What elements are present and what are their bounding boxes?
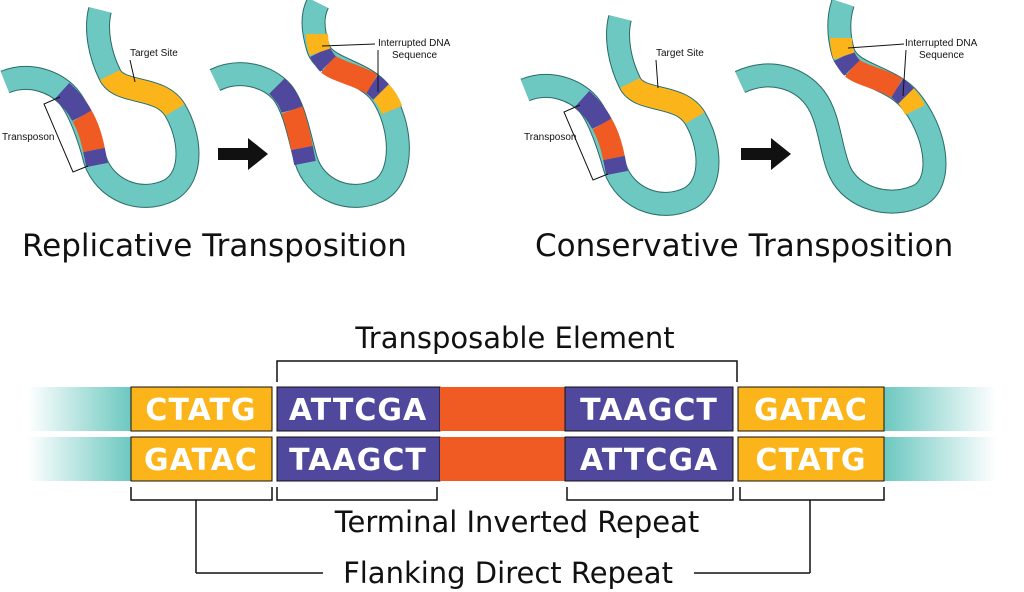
arrow-icon xyxy=(741,138,791,170)
transposase-gene-bottom xyxy=(440,437,565,481)
transposon-label: Transposon xyxy=(524,132,576,143)
replicative-before xyxy=(0,7,200,208)
transposable-element-label: Transposable Element xyxy=(354,321,674,355)
target-site xyxy=(620,76,705,125)
terminal-inverted-repeat-label: Terminal Inverted Repeat xyxy=(334,505,700,539)
target-site xyxy=(100,68,185,117)
flank-right-bottom xyxy=(737,436,885,482)
seq-bottom-4: CTATG xyxy=(755,443,866,478)
tir-right-top xyxy=(564,386,734,432)
tir-right-bottom xyxy=(564,436,734,482)
conservative-before xyxy=(520,15,720,216)
transposon-segment xyxy=(54,82,92,122)
flanking-direct-repeat-label: Flanking Direct Repeat xyxy=(343,556,673,590)
flank-left-bottom xyxy=(130,436,273,482)
seq-top-1: CTATG xyxy=(145,393,256,428)
transposon-bracket xyxy=(563,104,609,181)
transposon-label: Transposon xyxy=(2,132,54,143)
conservative-title: Conservative Transposition xyxy=(535,228,953,264)
tir-bracket-left xyxy=(276,487,438,501)
seq-top-3: TAAGCT xyxy=(580,393,718,428)
flank-left-top xyxy=(130,386,273,432)
transposase-gene-top xyxy=(440,387,565,431)
replicative-title: Replicative Transposition xyxy=(22,228,407,264)
top-strand: CTATG ATTCGA TAAGCT GATAC xyxy=(28,386,996,432)
seq-bottom-1: GATAC xyxy=(144,443,258,478)
bottom-strand: GATAC TAAGCT ATTCGA CTATG xyxy=(28,436,996,482)
interrupted-label-1: Interrupted DNA xyxy=(905,38,978,49)
seq-top-2: ATTCGA xyxy=(289,393,427,428)
transposon-bracket xyxy=(43,96,89,173)
tir-left-bottom xyxy=(276,436,441,482)
fdr-bracket-right xyxy=(739,487,885,501)
interrupted-label-1: Interrupted DNA xyxy=(378,38,451,49)
interrupted-label-2: Sequence xyxy=(919,50,964,61)
fdr-bracket-left xyxy=(130,487,273,501)
flank-right-top xyxy=(737,386,885,432)
seq-top-4: GATAC xyxy=(754,393,868,428)
transposable-element-bracket xyxy=(276,360,738,382)
tir-left-top xyxy=(276,386,441,432)
interrupted-label-2: Sequence xyxy=(392,50,437,61)
arrow-icon xyxy=(218,138,268,170)
tir-bracket-right xyxy=(566,487,734,501)
seq-bottom-2: TAAGCT xyxy=(289,443,427,478)
conservative-after xyxy=(734,0,947,214)
target-leader xyxy=(129,59,136,83)
target-site-label: Target Site xyxy=(130,48,178,59)
replicative-after xyxy=(209,0,410,208)
seq-bottom-3: ATTCGA xyxy=(580,443,718,478)
target-site-label: Target Site xyxy=(656,48,704,59)
